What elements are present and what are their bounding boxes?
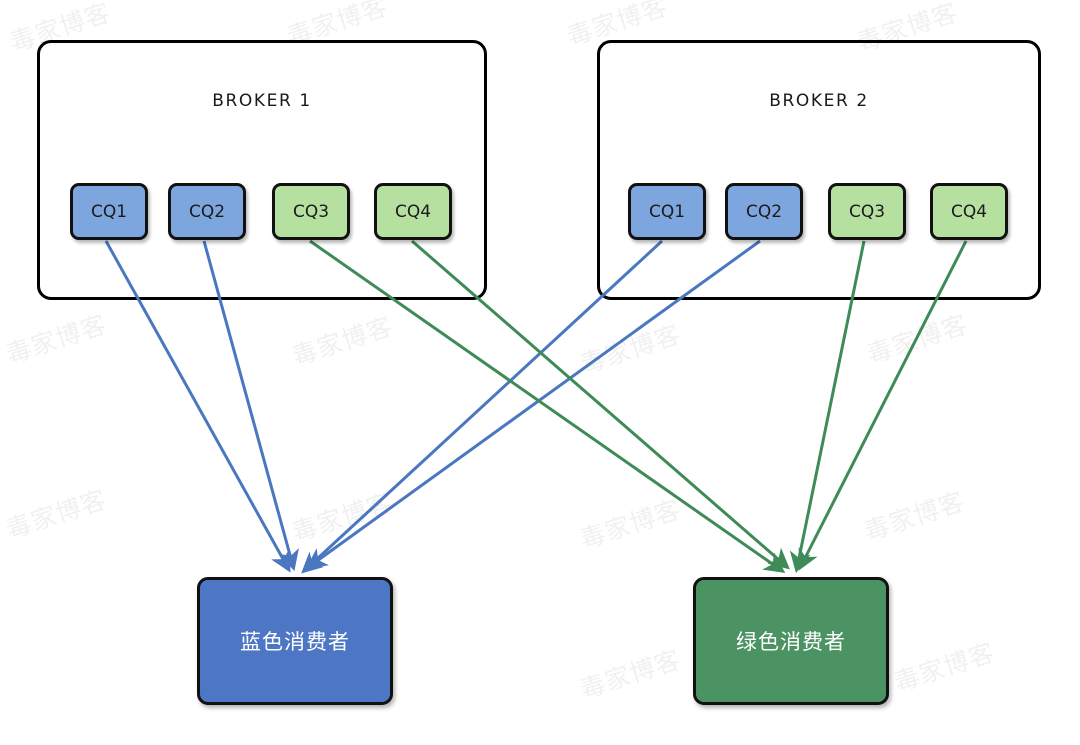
broker-title: BROKER 1 — [212, 91, 312, 111]
watermark-text: 毒家博客 — [576, 319, 685, 380]
consumer-blue-box[interactable]: 蓝色消费者 — [197, 577, 393, 705]
queue-box-broker1-cq2[interactable]: CQ2 — [168, 183, 246, 240]
queue-box-broker2-cq4[interactable]: CQ4 — [930, 183, 1008, 240]
watermark-text: 毒家博客 — [2, 484, 111, 545]
watermark-text: 毒家博客 — [860, 486, 969, 547]
queue-box-broker1-cq1[interactable]: CQ1 — [70, 183, 148, 240]
watermark-text: 毒家博客 — [2, 309, 111, 370]
watermark-text: 毒家博客 — [288, 487, 397, 548]
queue-box-broker2-cq2[interactable]: CQ2 — [725, 183, 803, 240]
queue-box-broker2-cq3[interactable]: CQ3 — [828, 183, 906, 240]
queue-box-broker1-cq4[interactable]: CQ4 — [374, 183, 452, 240]
broker-container-2: BROKER 2 — [597, 40, 1041, 300]
watermark-text: 毒家博客 — [288, 311, 397, 372]
consumer-green-box[interactable]: 绿色消费者 — [693, 577, 889, 705]
watermark-text: 毒家博客 — [890, 637, 999, 698]
watermark-text: 毒家博客 — [576, 644, 685, 705]
queue-box-broker1-cq3[interactable]: CQ3 — [272, 183, 350, 240]
watermark-text: 毒家博客 — [576, 494, 685, 555]
broker-container-1: BROKER 1 — [37, 40, 487, 300]
watermark-text: 毒家博客 — [863, 309, 972, 370]
queue-box-broker2-cq1[interactable]: CQ1 — [628, 183, 706, 240]
broker-title: BROKER 2 — [769, 91, 869, 111]
